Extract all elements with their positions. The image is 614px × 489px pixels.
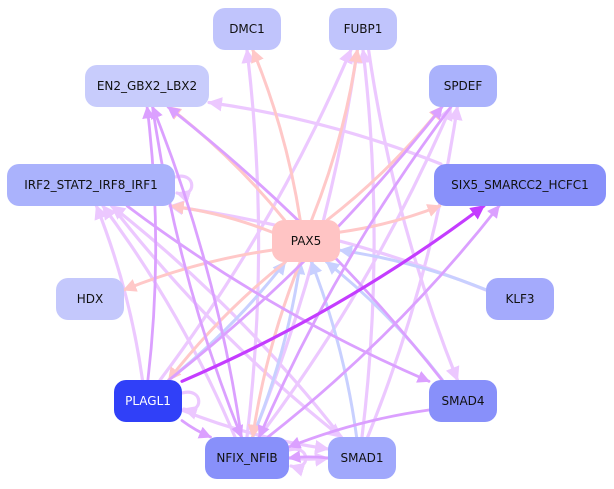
edge-nfix-nfib-to-en2-gbx2-lbx2: [150, 105, 243, 439]
node-box[interactable]: [114, 380, 182, 422]
node-plagl1[interactable]: PLAGL1: [114, 380, 182, 422]
edge-nfix-nfib-to-irf2-stat2-irf8-irf1: [101, 204, 237, 439]
node-box[interactable]: [205, 437, 289, 479]
node-box[interactable]: [272, 220, 340, 262]
node-label: SMAD1: [340, 451, 383, 465]
node-label: PLAGL1: [125, 394, 171, 408]
edge-smad4-to-nfix-nfib: [287, 408, 431, 449]
node-box[interactable]: [434, 164, 606, 206]
edge-smad1-to-irf2-stat2-irf8-irf1: [110, 204, 343, 439]
node-box[interactable]: [56, 278, 124, 320]
node-label: DMC1: [229, 22, 265, 36]
edge-smad1-to-pax5: [309, 260, 359, 439]
edge-plagl1-to-en2-gbx2-lbx2: [142, 105, 158, 382]
node-label: IRF2_STAT2_IRF8_IRF1: [24, 178, 158, 192]
edges-layer: [94, 48, 501, 477]
edge-irf2-stat2-irf8-irf1-to-smad4: [125, 204, 431, 383]
edge-plagl1-to-fubp1: [158, 48, 353, 382]
node-pax5[interactable]: PAX5: [272, 220, 340, 262]
edge-smad1-to-spdef: [366, 105, 463, 439]
node-box[interactable]: [85, 65, 209, 107]
edge-pax5-to-irf2-stat2-irf8-irf1: [170, 200, 274, 234]
node-label: EN2_GBX2_LBX2: [97, 79, 197, 93]
node-klf3[interactable]: KLF3: [486, 278, 554, 320]
node-box[interactable]: [213, 8, 281, 50]
node-box[interactable]: [429, 380, 497, 422]
node-irf2-stat2-irf8-irf1[interactable]: IRF2_STAT2_IRF8_IRF1: [7, 164, 175, 206]
edge-six5-smarcc2-hcfc1-to-en2-gbx2-lbx2: [207, 97, 443, 166]
node-smad1[interactable]: SMAD1: [328, 437, 396, 479]
edge-nfix-nfib-to-six5-smarcc2-hcfc1: [266, 204, 501, 439]
edge-klf3-to-pax5: [338, 245, 488, 292]
edge-plagl1-to-six5-smarcc2-hcfc1: [180, 204, 486, 383]
node-smad4[interactable]: SMAD4: [429, 380, 497, 422]
node-label: FUBP1: [344, 22, 383, 36]
node-six5-smarcc2-hcfc1[interactable]: SIX5_SMARCC2_HCFC1: [434, 164, 606, 206]
node-label: SPDEF: [444, 79, 483, 93]
edge-nfix-nfib-to-dmc1: [241, 48, 261, 439]
edge-spdef-to-nfix-nfib: [257, 105, 453, 439]
edge-smad1-to-fubp1: [357, 48, 376, 439]
edge-pax5-to-hdx: [122, 248, 274, 292]
node-dmc1[interactable]: DMC1: [213, 8, 281, 50]
edge-smad1-to-nfix-nfib: [287, 450, 330, 463]
node-box[interactable]: [329, 8, 397, 50]
edge-pax5-to-dmc1: [251, 48, 302, 222]
edge-plagl1-to-nfix-nfib: [180, 419, 212, 439]
edge-nfix-nfib-to-pax5: [251, 260, 306, 439]
node-spdef[interactable]: SPDEF: [429, 65, 497, 107]
node-hdx[interactable]: HDX: [56, 278, 124, 320]
node-box[interactable]: [328, 437, 396, 479]
edge-irf2-stat2-irf8-irf1-to-smad1: [110, 204, 343, 439]
node-nfix-nfib[interactable]: NFIX_NFIB: [205, 437, 289, 479]
node-en2-gbx2-lbx2[interactable]: EN2_GBX2_LBX2: [85, 65, 209, 107]
edge-pax5-to-nfix-nfib: [247, 260, 302, 439]
edge-pax5-to-fubp1: [310, 48, 363, 222]
edge-plagl1-to-plagl1: [180, 390, 201, 420]
node-box[interactable]: [7, 164, 175, 206]
node-box[interactable]: [429, 65, 497, 107]
node-label: SMAD4: [441, 394, 484, 408]
node-fubp1[interactable]: FUBP1: [329, 8, 397, 50]
node-label: PAX5: [291, 234, 322, 248]
edge-pax5-to-six5-smarcc2-hcfc1: [338, 204, 442, 234]
node-box[interactable]: [486, 278, 554, 320]
edge-irf2-stat2-irf8-irf1-to-irf2-stat2-irf8-irf1: [173, 174, 194, 204]
node-label: HDX: [77, 292, 103, 306]
node-label: NFIX_NFIB: [216, 451, 277, 465]
edge-en2-gbx2-lbx2-to-nfix-nfib: [151, 105, 244, 439]
node-label: KLF3: [505, 292, 534, 306]
edge-pax5-to-plagl1: [167, 260, 287, 382]
node-label: SIX5_SMARCC2_HCFC1: [451, 178, 589, 192]
